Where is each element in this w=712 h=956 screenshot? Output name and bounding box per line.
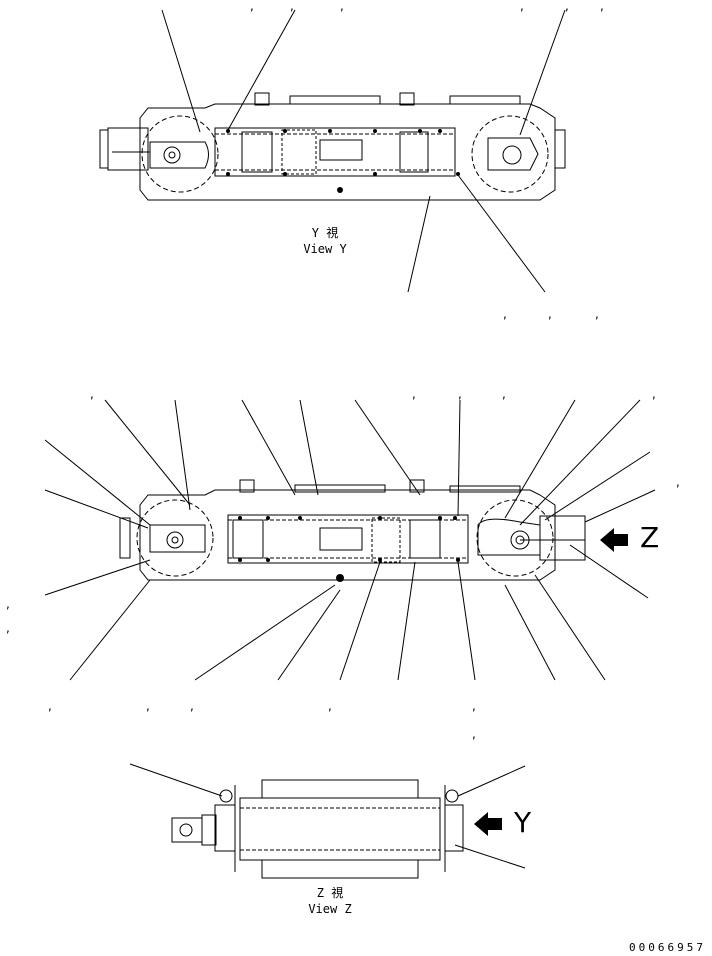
- callout-mark: ,: [328, 699, 332, 713]
- main-view-assembly: [44, 399, 656, 681]
- callout-mark: ,: [503, 307, 507, 321]
- callout-mark: ,: [548, 307, 552, 321]
- callout-mark: ,: [595, 307, 599, 321]
- callout-mark: ,: [472, 727, 476, 741]
- view-y-indicator-label: Y: [514, 806, 532, 839]
- view-z-caption-jp: Z 視: [316, 886, 344, 900]
- view-z-indicator-label: Z: [640, 521, 660, 554]
- callout-mark: ,: [6, 621, 10, 635]
- view-z-caption-en: View Z: [308, 902, 352, 916]
- view-y-caption-en: View Y: [303, 242, 347, 256]
- callout-mark: ,: [472, 699, 476, 713]
- callout-mark: ,: [48, 699, 52, 713]
- callout-mark: ,: [290, 0, 294, 13]
- view-y-caption-jp: Y 視: [311, 226, 339, 240]
- callout-mark: ,: [458, 387, 462, 401]
- callout-mark: ,: [340, 0, 344, 13]
- document-number: 00066957: [629, 941, 706, 954]
- callout-mark: ,: [520, 0, 524, 13]
- callout-mark: ,: [676, 475, 680, 489]
- callout-mark: ,: [146, 699, 150, 713]
- callout-mark: ,: [600, 0, 604, 13]
- callout-mark: ,: [565, 0, 569, 13]
- callout-mark: ,: [652, 387, 656, 401]
- z-direction-arrow-icon: [600, 528, 628, 552]
- callout-mark: ,: [412, 387, 416, 401]
- callout-mark: ,: [250, 0, 254, 13]
- view-y-assembly: [99, 9, 566, 293]
- callout-mark: ,: [190, 699, 194, 713]
- callout-mark: ,: [6, 597, 10, 611]
- callout-mark: ,: [502, 387, 506, 401]
- view-z-assembly: [129, 763, 526, 879]
- callout-mark: ,: [90, 387, 94, 401]
- y-direction-arrow-icon: [474, 812, 502, 836]
